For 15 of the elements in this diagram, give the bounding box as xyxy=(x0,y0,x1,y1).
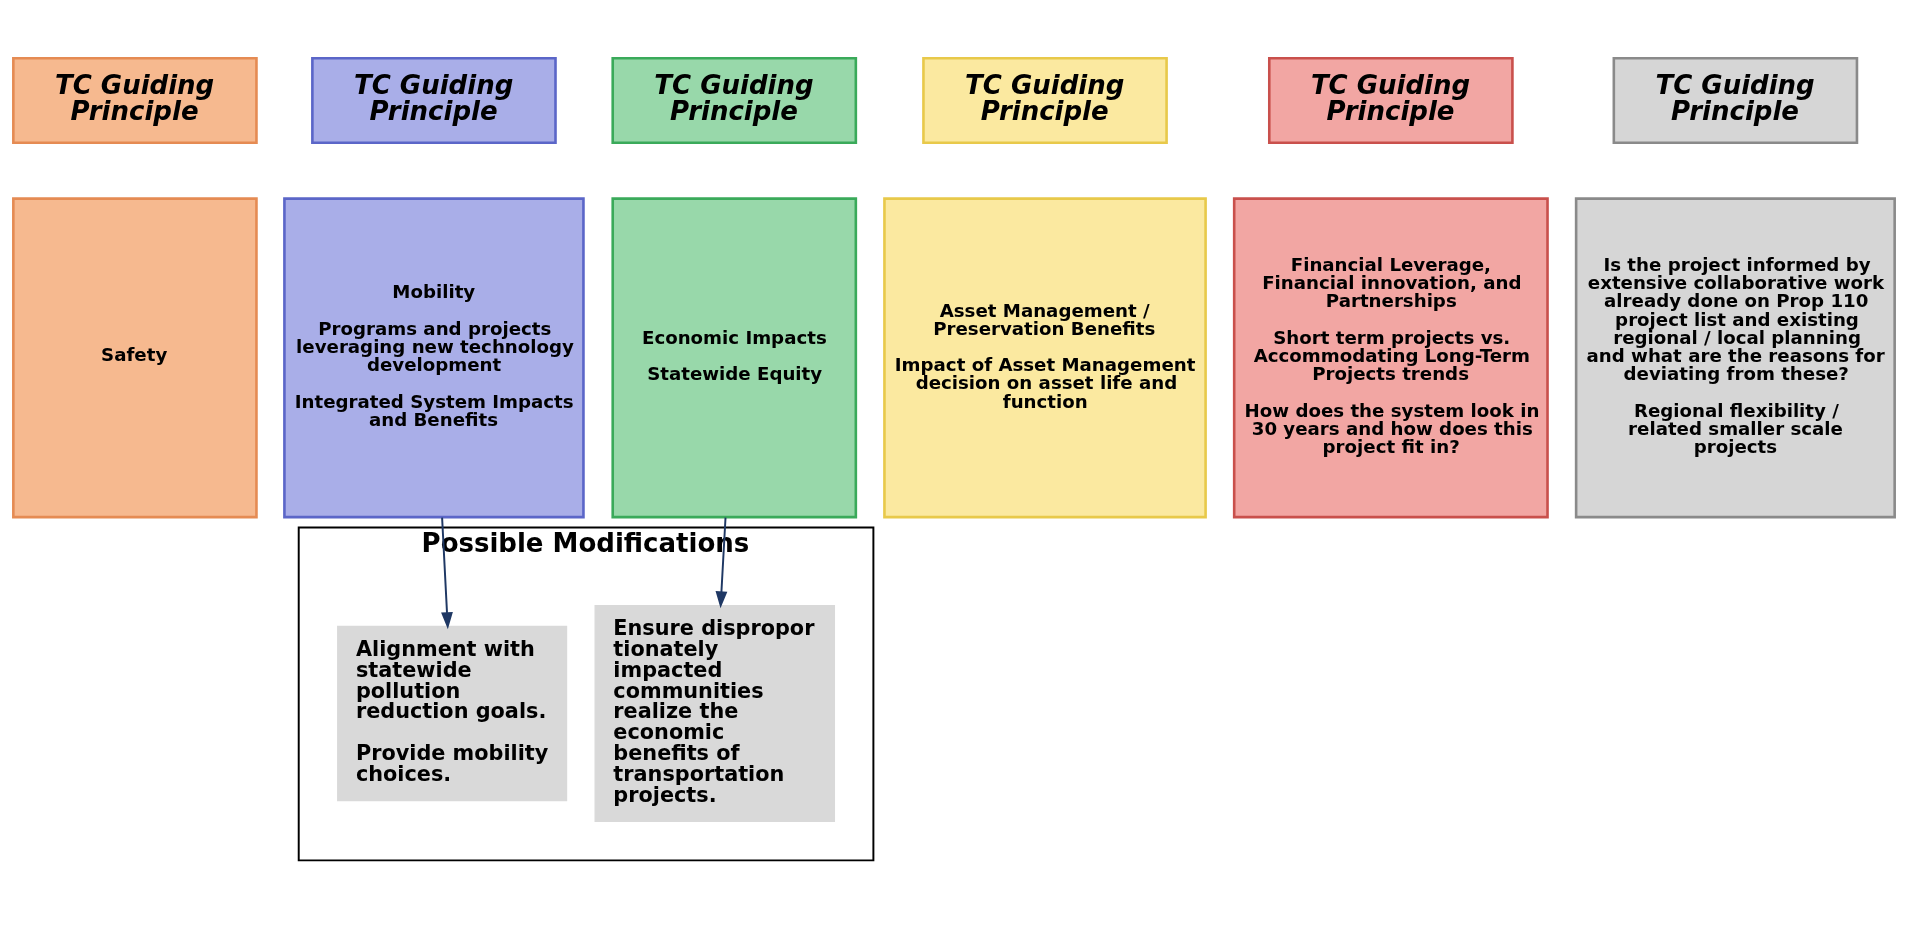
node-box: Safety xyxy=(12,196,258,518)
node-box: Mobility Programs and projects leveraging new technology development Integrated System Impacts and Benefits xyxy=(283,196,585,518)
node-box: TC Guiding Principle xyxy=(922,56,1168,144)
node-box: Is the project informed by extensive collaborative work already done on Prop 110 project list and existing regional / local planning and what are the reasons for deviating from these? Regional flexibility / related smaller scale projects xyxy=(1574,196,1896,518)
node-box: TC Guiding Principle xyxy=(611,56,858,144)
node-box: Ensure disproportionately impacted communities realize the economic benefits of transportation projects. xyxy=(594,604,836,822)
node-box: TC Guiding Principle xyxy=(1268,56,1514,144)
node-box: TC Guiding Principle xyxy=(1612,56,1859,144)
node-box: Economic Impacts Statewide Equity xyxy=(611,196,858,518)
node-box: TC Guiding Principle xyxy=(311,56,557,144)
arrow xyxy=(441,516,453,629)
node-box: TC Guiding Principle xyxy=(12,56,258,144)
node-box: Asset Management / Preservation Benefits Impact of Asset Management decision on asset life and function xyxy=(883,196,1207,518)
node-box: Financial Leverage, Financial innovation, and Partnerships Short term projects vs. Accommodating Long-Term Projects trends How does the system look in 30 years and how does this project fit in? xyxy=(1232,196,1549,518)
node-box: Alignment with statewide pollution reduction goals. Provide mobility choices. xyxy=(337,625,568,801)
